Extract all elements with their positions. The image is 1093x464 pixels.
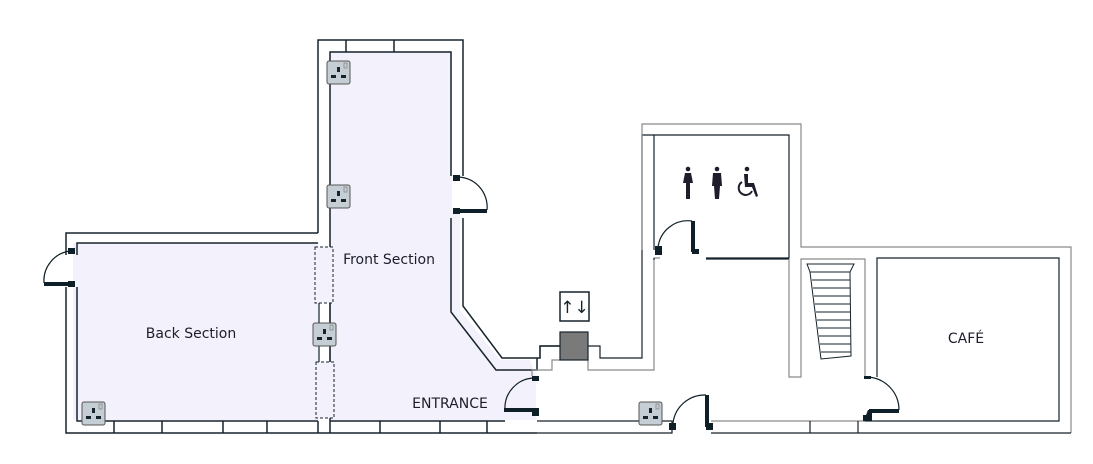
door-front-right[interactable] xyxy=(453,175,488,214)
wall-front-inner xyxy=(329,51,452,421)
lift-icon[interactable]: ↑↓ xyxy=(559,291,590,322)
door-back-left[interactable] xyxy=(43,248,75,287)
walls-toilets xyxy=(537,123,1072,434)
power-socket-icon[interactable] xyxy=(326,60,351,85)
lift-walls xyxy=(531,134,660,376)
room-label-cafe: CAFÉ xyxy=(948,330,984,347)
walls xyxy=(65,39,560,434)
opening-lower xyxy=(315,361,335,419)
power-socket-icon[interactable] xyxy=(81,401,106,426)
front-section-area[interactable] xyxy=(330,51,452,420)
svg-text:↑↓: ↑↓ xyxy=(560,298,589,318)
accessible-toilet-icon xyxy=(737,166,758,197)
power-sockets xyxy=(81,60,663,426)
partition-openings xyxy=(314,246,335,419)
wall-back-left-outer xyxy=(65,287,330,434)
room-label-front-section: Front Section xyxy=(343,252,435,268)
room-label-back-section: Back Section xyxy=(146,326,236,342)
male-toilet-icon xyxy=(712,166,722,199)
door-toilets[interactable] xyxy=(655,220,699,255)
power-socket-icon[interactable] xyxy=(312,322,337,347)
room-label-entrance: ENTRANCE xyxy=(412,396,488,412)
wall-back-left-inner xyxy=(76,287,318,422)
door-entrance[interactable] xyxy=(504,376,539,416)
door-corridor[interactable] xyxy=(669,394,713,430)
door-cafe[interactable] xyxy=(863,376,900,421)
wall-front-outer xyxy=(317,39,464,233)
power-socket-icon[interactable] xyxy=(326,184,351,209)
entrance-area[interactable] xyxy=(452,210,536,420)
opening-upper xyxy=(314,246,334,304)
room-fills xyxy=(73,51,536,420)
lift-shaft xyxy=(559,331,589,361)
wall-back-top-inner xyxy=(76,242,318,255)
wall-back-top-outer xyxy=(65,232,318,255)
power-socket-icon[interactable] xyxy=(638,401,663,426)
back-section-area[interactable] xyxy=(73,243,319,420)
wall-angled-outer xyxy=(450,218,538,371)
stairs-icon[interactable] xyxy=(806,263,855,360)
toilet-icons xyxy=(683,166,758,199)
doors xyxy=(43,175,900,430)
female-toilet-icon xyxy=(683,166,693,199)
